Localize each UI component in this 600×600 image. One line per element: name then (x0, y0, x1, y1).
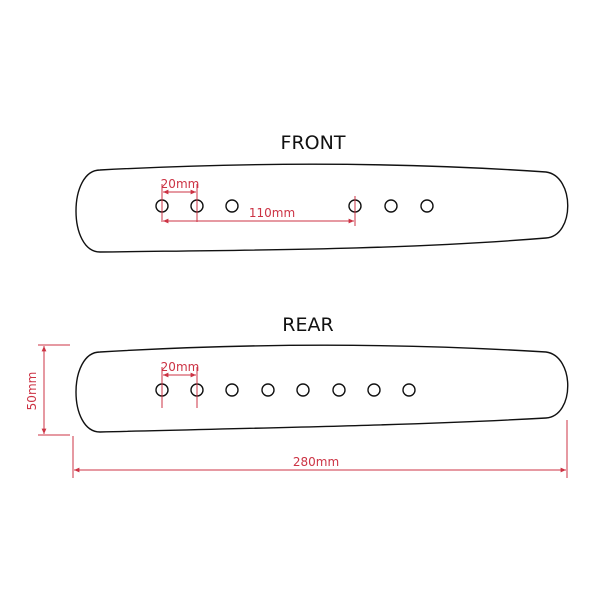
rear-hole (367, 383, 381, 397)
height-label: 50mm (25, 372, 39, 411)
front-title: FRONT (281, 132, 346, 154)
front-span-label: 110mm (249, 206, 295, 220)
front-hole-row (155, 199, 434, 213)
height-dimension (38, 344, 70, 436)
rear-title: REAR (282, 314, 333, 336)
rear-hole-row (155, 383, 416, 397)
front-spacing-dimension (161, 184, 198, 222)
rear-hole (261, 383, 275, 397)
front-spacing-label: 20mm (161, 177, 200, 191)
rear-spacing-dimension (161, 367, 198, 408)
front-strap-outline (75, 163, 569, 253)
rear-hole (332, 383, 346, 397)
rear-strap-outline (75, 344, 569, 433)
front-span-dimension (163, 196, 356, 226)
length-dimension (72, 420, 568, 478)
rear-hole (296, 383, 310, 397)
front-hole (384, 199, 398, 213)
length-label: 280mm (293, 455, 339, 469)
front-hole (225, 199, 239, 213)
rear-hole (402, 383, 416, 397)
front-hole (420, 199, 434, 213)
rear-spacing-label: 20mm (161, 360, 200, 374)
rear-hole (225, 383, 239, 397)
